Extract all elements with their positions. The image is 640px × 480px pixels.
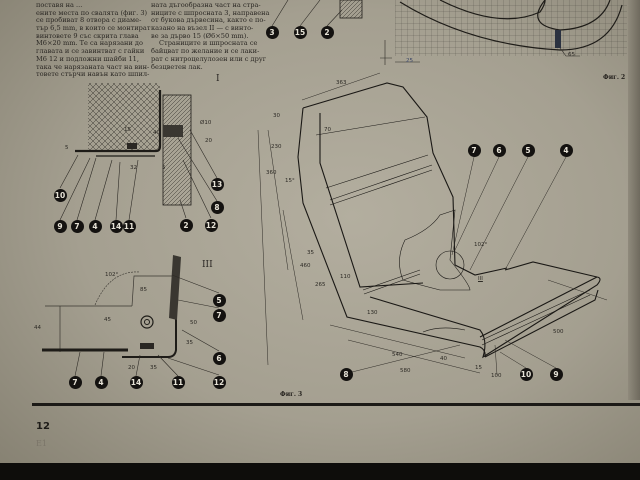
dim-back-upper: 360 bbox=[266, 170, 277, 176]
dim-seat-540: 540 bbox=[392, 352, 403, 358]
dim-label: Ø10 bbox=[200, 120, 212, 126]
dim-side-width: 70 bbox=[324, 127, 331, 133]
page-number: 12 bbox=[36, 421, 50, 432]
callout-7: 7 bbox=[68, 375, 82, 389]
dim-width-top: 363 bbox=[336, 80, 347, 86]
callout-12: 12 bbox=[204, 218, 218, 232]
dim-hole-15: 15 bbox=[475, 365, 482, 371]
dim-hole-gap: 35 bbox=[307, 250, 314, 256]
dim-lower: 265 bbox=[315, 282, 326, 288]
callout-11: 11 bbox=[122, 219, 136, 233]
text-line: ве за дърво 15 (Ø6×50 mm). bbox=[151, 31, 249, 40]
page-code: E1 bbox=[36, 439, 47, 448]
callout-9: 9 bbox=[549, 367, 563, 381]
dim-hole-40: 40 bbox=[440, 356, 447, 362]
dim-seat-height: 130 bbox=[367, 310, 378, 316]
text-line: ниците с шпросната 3, направена bbox=[151, 8, 270, 17]
callout-7: 7 bbox=[70, 219, 84, 233]
callout-11: 11 bbox=[171, 375, 185, 389]
callout-8: 8 bbox=[210, 200, 224, 214]
callout-14: 14 bbox=[129, 375, 143, 389]
text-line: тър 6,5 mm, в които се монтират bbox=[36, 24, 151, 33]
photo-dark-border bbox=[0, 463, 640, 480]
text-line: M6 12 и подложни шайби 11, bbox=[36, 54, 139, 63]
dim-label: 45 bbox=[104, 317, 111, 323]
dim-angle-seat: 102° bbox=[474, 242, 488, 248]
callout-2: 2 bbox=[320, 25, 334, 39]
callout-5: 5 bbox=[212, 293, 226, 307]
dim-side-mid: 110 bbox=[340, 274, 351, 280]
dim-label: 44 bbox=[34, 325, 41, 331]
dim-label: 15 bbox=[124, 127, 131, 133]
detail-III-drawing bbox=[42, 255, 220, 377]
dim-label: 25 bbox=[406, 58, 413, 64]
text-line: така че нарязаната част на вин- bbox=[36, 62, 150, 71]
dim-label: 35 bbox=[186, 340, 193, 346]
text-line: рат с нитроцелулозен или с друг bbox=[151, 54, 267, 63]
callout-7: 7 bbox=[212, 308, 226, 322]
callout-10: 10 bbox=[53, 188, 67, 202]
page-rule bbox=[32, 403, 640, 406]
callout-5: 5 bbox=[521, 143, 535, 157]
callout-3: 3 bbox=[265, 25, 279, 39]
text-line: M6×20 mm. Те са нарязани до bbox=[36, 39, 143, 48]
callout-4: 4 bbox=[94, 375, 108, 389]
dim-label: 5 bbox=[65, 145, 69, 151]
callout-13: 13 bbox=[210, 177, 224, 191]
detail-III-reference: III bbox=[478, 276, 483, 282]
dim-seat-width: 500 bbox=[553, 329, 564, 335]
callout-9: 9 bbox=[53, 219, 67, 233]
figure-3-caption: Фиг. 3 bbox=[280, 391, 303, 398]
dim-label: 40 bbox=[153, 130, 160, 136]
callout-14: 14 bbox=[109, 219, 123, 233]
dim-upper: 230 bbox=[271, 144, 282, 150]
callout-8: 8 bbox=[339, 367, 353, 381]
detail-I-label: I bbox=[216, 74, 220, 84]
detail-I-drawing bbox=[59, 83, 218, 221]
text-line: ените места по свалята (фиг. 3) bbox=[36, 8, 148, 17]
article-text-left-column: поставя на ... ените места по свалята (ф… bbox=[36, 1, 151, 79]
callout-15: 15 bbox=[293, 25, 307, 39]
dim-label: 65 bbox=[568, 52, 575, 58]
text-line: Страниците и шпросната се bbox=[159, 39, 258, 48]
text-line: винтовете 9 със скрита глава bbox=[36, 31, 139, 40]
dim-top-offset: 30 bbox=[273, 113, 280, 119]
callout-7: 7 bbox=[467, 143, 481, 157]
dim-label: 20 bbox=[205, 138, 212, 144]
text-line: безцветен лак. bbox=[151, 62, 203, 71]
callout-4: 4 bbox=[88, 219, 102, 233]
callout-10: 10 bbox=[519, 367, 533, 381]
callout-6: 6 bbox=[492, 143, 506, 157]
detail-III-label: III bbox=[202, 260, 213, 270]
callout-12: 12 bbox=[212, 375, 226, 389]
text-line: ната дъгообразна част на стра- bbox=[151, 1, 261, 9]
text-line: поставя на ... bbox=[36, 1, 83, 9]
figure-2-grid-drawing bbox=[380, 0, 627, 65]
text-line: от букова дървесина, както е по- bbox=[151, 16, 266, 25]
text-line: се пробиват 8 отвора с диаме- bbox=[36, 16, 142, 25]
dim-seat-580: 580 bbox=[400, 368, 411, 374]
text-line: товете стърчи навън като шпил- bbox=[36, 70, 150, 79]
callout-4: 4 bbox=[559, 143, 573, 157]
dim-label: 5 bbox=[162, 165, 166, 171]
page-edge-shadow bbox=[628, 0, 640, 400]
dim-angle-back: 15° bbox=[285, 178, 295, 184]
dim-label: 32 bbox=[130, 165, 137, 171]
text-line: главата и се завинтват с гайки bbox=[36, 47, 145, 56]
dim-back-lower: 460 bbox=[300, 263, 311, 269]
dim-label: 50 bbox=[190, 320, 197, 326]
article-text-middle-column: ната дъгообразна част на стра- ниците с … bbox=[151, 1, 270, 71]
callout-6: 6 bbox=[212, 351, 226, 365]
dim-label: 102° bbox=[105, 272, 119, 278]
callout-2: 2 bbox=[179, 218, 193, 232]
dim-label: 20 bbox=[128, 365, 135, 371]
dim-front-height: 100 bbox=[491, 373, 502, 379]
text-line: казано на възел II — с винто- bbox=[151, 24, 254, 33]
dim-label: 35 bbox=[150, 365, 157, 371]
dim-label: 85 bbox=[140, 287, 147, 293]
text-line: байцват по желание и се лаки- bbox=[151, 47, 260, 56]
figure-3-seat-drawing bbox=[257, 72, 608, 376]
figure-2-caption: Фиг. 2 bbox=[603, 74, 626, 81]
